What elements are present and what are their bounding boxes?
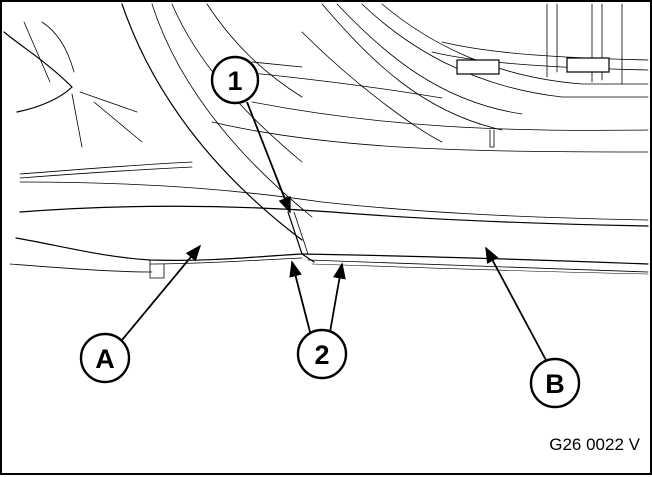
figure-code: G26 0022 V (549, 435, 640, 454)
leader-arrow-A (121, 244, 202, 341)
callout-B: B (529, 357, 581, 409)
callout-label-2: 2 (314, 340, 329, 370)
leader-arrow-B (485, 246, 548, 363)
component-outline (3, 3, 649, 279)
callout-label-B: B (545, 369, 565, 399)
callout-label-A: A (95, 344, 115, 374)
clip-marker (566, 57, 610, 73)
callout-1: 1 (210, 55, 260, 105)
leader-arrow-1 (246, 101, 291, 214)
callout-label-1: 1 (227, 66, 242, 96)
leader-arrow-2-left (289, 260, 311, 333)
callout-A: A (79, 332, 131, 384)
callout-2: 2 (296, 328, 348, 380)
leader-arrow-2-right (329, 262, 346, 333)
clip-marker (456, 59, 500, 75)
